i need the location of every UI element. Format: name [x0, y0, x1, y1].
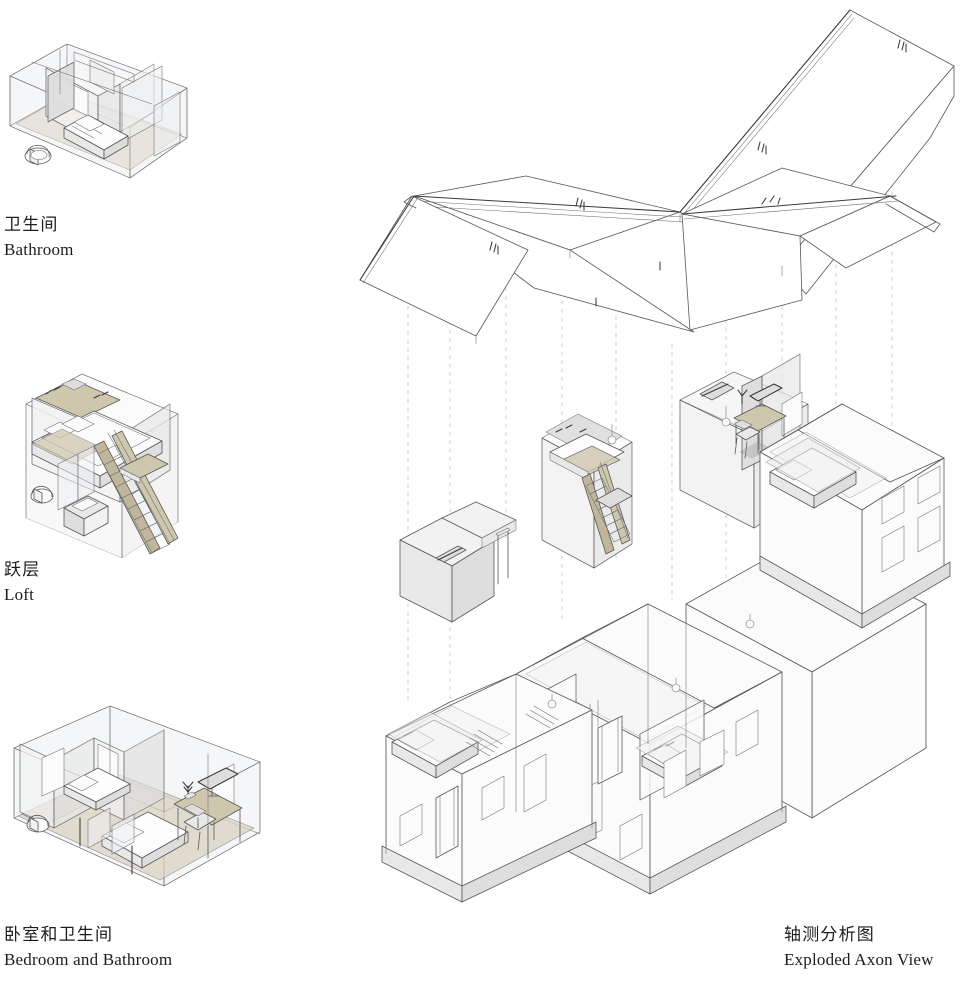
- facade-openings-left: [399, 753, 547, 859]
- caption-bathroom-en: Bathroom: [4, 239, 74, 259]
- fixtures: [547, 613, 755, 709]
- roof-assembly: [359, 9, 955, 345]
- caption-bathroom-cn: 卫生间: [4, 215, 59, 235]
- interior-stair: [465, 705, 559, 757]
- caption-exploded-axon-en: Exploded Axon View: [784, 949, 934, 969]
- caption-bedroom-bathroom-cn: 卧室和卫生间: [4, 925, 114, 945]
- caption-exploded-axon-cn: 轴测分析图: [784, 925, 875, 945]
- windows-right-upper: [881, 465, 941, 573]
- panel-bathroom: [2, 16, 212, 206]
- panel-exploded-axon: [330, 0, 960, 920]
- panel-bedroom-bathroom: [2, 700, 272, 915]
- toilet: [24, 145, 52, 166]
- bathtub: [63, 114, 129, 160]
- building-shell: [381, 403, 951, 903]
- caption-bedroom-bathroom: 卧室和卫生间 Bedroom and Bathroom: [4, 925, 172, 971]
- toilet: [26, 815, 50, 833]
- caption-loft: 跃层 Loft: [4, 560, 40, 606]
- lower-level: [30, 445, 109, 537]
- ridge-detail-ticks: [489, 39, 907, 307]
- module-desk: [399, 501, 517, 623]
- panel-loft: [2, 368, 214, 558]
- caption-loft-cn: 跃层: [4, 560, 41, 580]
- caption-loft-en: Loft: [4, 584, 35, 604]
- module-loft: [541, 413, 633, 569]
- caption-bedroom-bathroom-en: Bedroom and Bathroom: [4, 949, 173, 969]
- twin-bed: [63, 767, 131, 811]
- caption-exploded-axon: 轴测分析图 Exploded Axon View: [784, 925, 934, 971]
- caption-bathroom: 卫生间 Bathroom: [4, 215, 74, 261]
